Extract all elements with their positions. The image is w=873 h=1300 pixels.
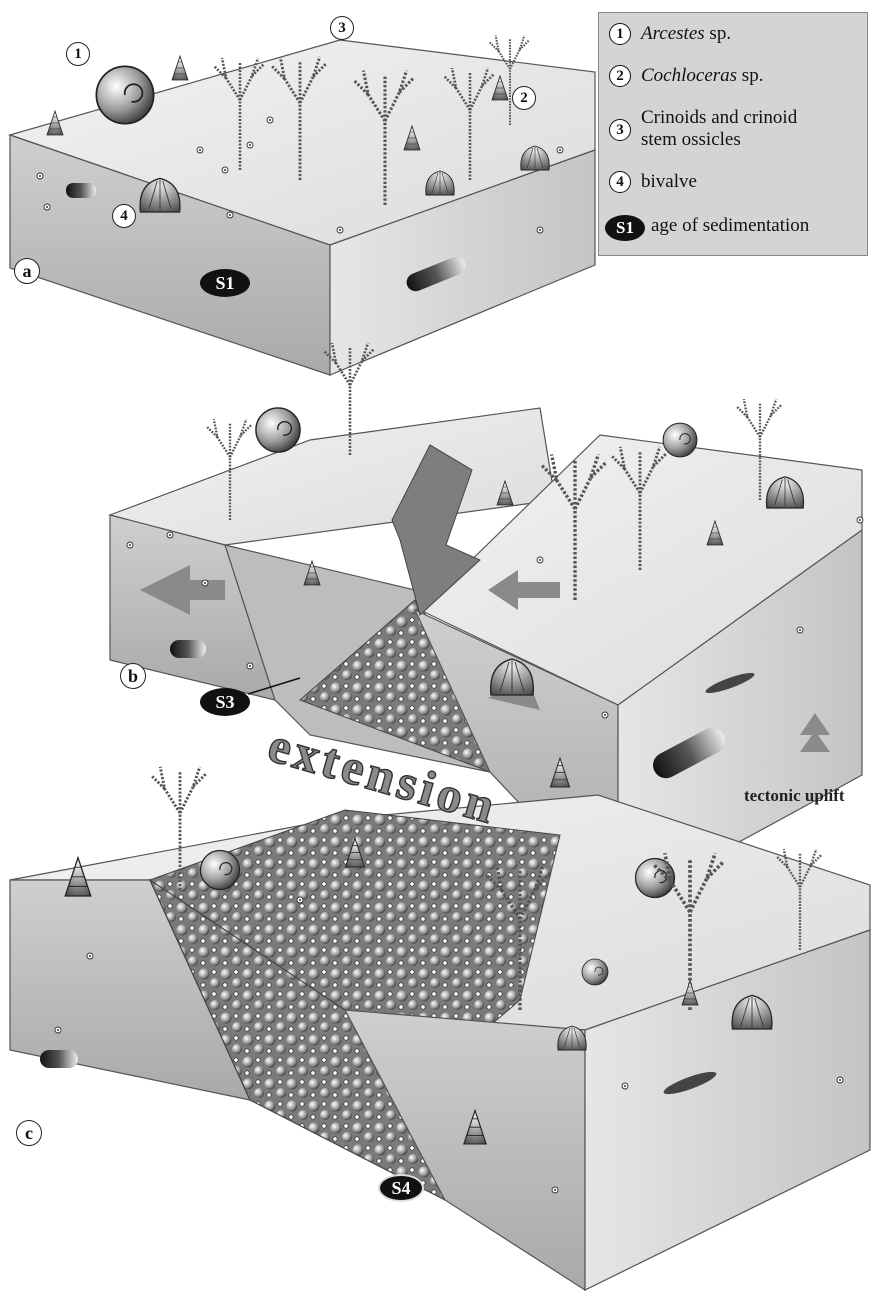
- legend-number-3: 3: [609, 119, 631, 141]
- legend-crinoids-line1: Crinoids and crinoid: [641, 107, 797, 129]
- legend-crinoids-line2: stem ossicles: [641, 129, 797, 151]
- legend-item-arcestes: 1 Arcestes sp.: [609, 23, 731, 45]
- block-c: [10, 767, 870, 1290]
- legend-sedimentation-text: age of sedimentation: [651, 215, 809, 237]
- stage-badge-s4: S4: [378, 1174, 424, 1202]
- legend-number-2: 2: [609, 65, 631, 87]
- legend-genus-arcestes: Arcestes: [641, 23, 705, 44]
- label-number-3: 3: [330, 16, 354, 40]
- label-number-1: 1: [66, 42, 90, 66]
- tectonic-uplift-label: tectonic uplift: [744, 786, 845, 806]
- label-number-2: 2: [512, 86, 536, 110]
- block-a: [10, 35, 595, 375]
- legend-item-cochloceras: 2 Cochloceras sp.: [609, 65, 763, 87]
- legend-suffix-cochloceras: sp.: [737, 65, 763, 86]
- stage-badge-s3: S3: [200, 688, 250, 716]
- panel-label-b: b: [120, 663, 146, 689]
- panel-label-a: a: [14, 258, 40, 284]
- legend-s1-badge: S1: [605, 215, 645, 241]
- legend-number-1: 1: [609, 23, 631, 45]
- legend-item-crinoids: 3 Crinoids and crinoid stem ossicles: [609, 107, 797, 151]
- legend-suffix-arcestes: sp.: [705, 23, 731, 44]
- label-number-4: 4: [112, 204, 136, 228]
- legend-number-4: 4: [609, 171, 631, 193]
- legend-box: 1 Arcestes sp. 2 Cochloceras sp. 3 Crino…: [598, 12, 868, 256]
- legend-item-bivalve: 4 bivalve: [609, 171, 697, 193]
- panel-label-c: c: [16, 1120, 42, 1146]
- legend-bivalve-text: bivalve: [641, 171, 697, 193]
- legend-genus-cochloceras: Cochloceras: [641, 65, 737, 86]
- legend-item-sedimentation: S1 age of sedimentation: [605, 215, 809, 241]
- stage-badge-s1: S1: [200, 269, 250, 297]
